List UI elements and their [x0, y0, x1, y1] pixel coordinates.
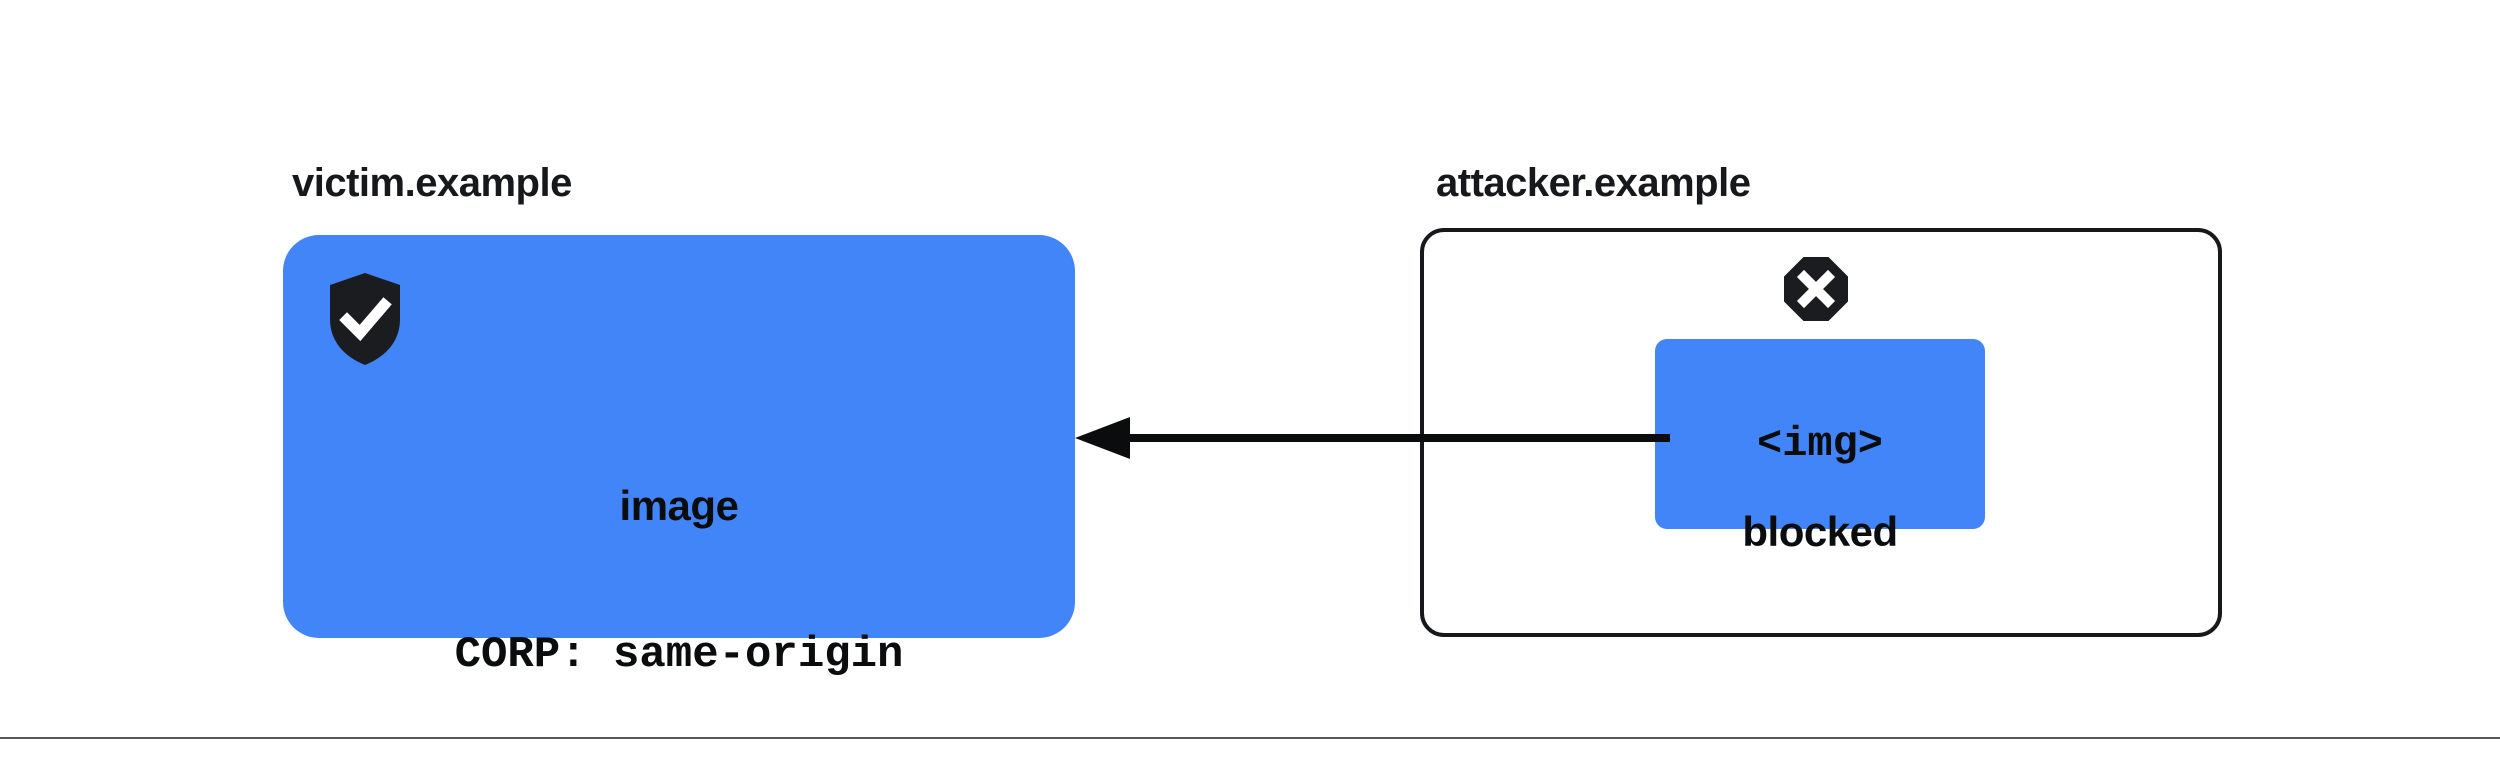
victim-resource-header: CORP: same-origin [454, 629, 904, 680]
blocked-resource-text: <img> blocked [1655, 382, 1985, 594]
octagon-x-icon [1784, 257, 1848, 321]
arrow-left-icon [1075, 417, 1670, 459]
blocked-resource-tag: <img> [1756, 419, 1884, 468]
shield-check-icon [330, 273, 400, 365]
victim-resource-name: image [619, 482, 739, 530]
blocked-resource-box [1655, 339, 1985, 529]
diagram-canvas: victim.example image CORP: same-origin a… [0, 161, 2500, 739]
victim-origin-panel [283, 235, 1075, 638]
victim-resource-text: image CORP: same-origin [283, 382, 1075, 781]
victim-origin-label: victim.example [292, 161, 572, 205]
attacker-origin-label: attacker.example [1436, 161, 1751, 205]
blocked-resource-status: blocked [1742, 508, 1898, 556]
bottom-divider [0, 737, 2500, 739]
